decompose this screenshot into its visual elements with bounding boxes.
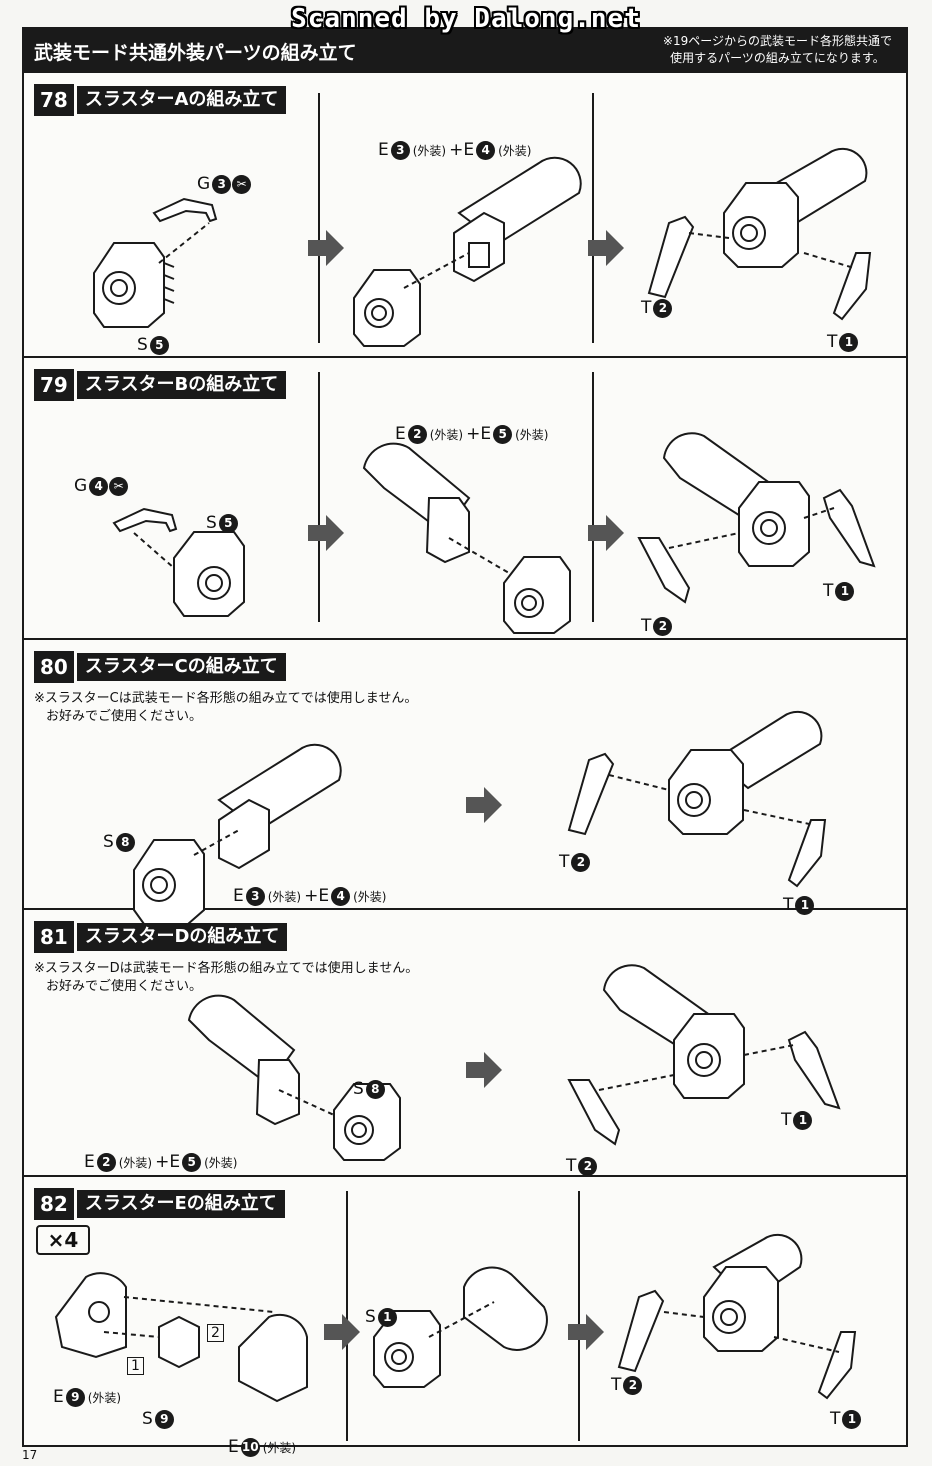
step-81: 81 スラスターDの組み立て ※スラスターDは武装モード各形態の組み立てでは使用… bbox=[24, 910, 906, 1177]
divider bbox=[592, 93, 594, 343]
step-number: 79 bbox=[34, 369, 74, 401]
arrow-right-icon bbox=[324, 1314, 360, 1350]
label-step1: 1 bbox=[127, 1357, 144, 1375]
step-81-title: 81 スラスターDの組み立て bbox=[34, 921, 288, 953]
step-80-title: 80 スラスターCの組み立て bbox=[34, 651, 286, 683]
step-81-note: ※スラスターDは武装モード各形態の組み立てでは使用しません。 お好みでご使用くだ… bbox=[34, 961, 419, 994]
step-78: 78 スラスターAの組み立て bbox=[24, 73, 906, 358]
thruster-d-diagram bbox=[187, 964, 841, 1161]
page-number: 17 bbox=[22, 1448, 38, 1462]
divider bbox=[592, 372, 594, 622]
step-number: 81 bbox=[34, 921, 74, 953]
step-82: 82 スラスターEの組み立て ×4 bbox=[24, 1177, 906, 1457]
divider bbox=[578, 1191, 580, 1441]
quantity-multiplier: ×4 bbox=[36, 1225, 90, 1255]
divider bbox=[318, 93, 320, 343]
header-note-line2: 使用するパーツの組み立てになります。 bbox=[670, 51, 885, 65]
divider bbox=[318, 372, 320, 622]
header-note: ※19ページからの武装モード各形態共通で 使用するパーツの組み立てになります。 bbox=[663, 33, 892, 67]
cut-icon: ✂ bbox=[109, 476, 129, 496]
step-label: スラスターDの組み立て bbox=[76, 923, 288, 951]
step-79-title: 79 スラスターBの組み立て bbox=[34, 369, 287, 401]
thruster-e-diagram bbox=[54, 1233, 857, 1403]
arrow-right-icon bbox=[308, 230, 344, 266]
step-label: スラスターEの組み立て bbox=[76, 1190, 285, 1218]
arrow-right-icon bbox=[466, 787, 502, 823]
thruster-b-diagram bbox=[112, 432, 876, 634]
step-78-title: 78 スラスターAの組み立て bbox=[34, 84, 287, 116]
header-note-line1: ※19ページからの武装モード各形態共通で bbox=[662, 34, 892, 48]
instruction-page: 武装モード共通外装パーツの組み立て ※19ページからの武装モード各形態共通で 使… bbox=[22, 27, 908, 1457]
step-label: スラスターBの組み立て bbox=[76, 371, 287, 399]
step-number: 78 bbox=[34, 84, 74, 116]
step-79: 79 スラスターBの組み立て bbox=[24, 358, 906, 640]
label-step2: 2 bbox=[207, 1324, 224, 1342]
step-82-title: 82 スラスターEの組み立て bbox=[34, 1188, 285, 1220]
step-80-note: ※スラスターCは武装モード各形態の組み立てでは使用しません。 お好みでご使用くだ… bbox=[34, 691, 418, 724]
page-header: 武装モード共通外装パーツの組み立て ※19ページからの武装モード各形態共通で 使… bbox=[24, 29, 906, 73]
thruster-a-diagram bbox=[93, 147, 872, 347]
step-number: 82 bbox=[34, 1188, 74, 1220]
divider bbox=[346, 1191, 348, 1441]
scanner-watermark: Scanned by Dalong.net bbox=[291, 4, 641, 34]
arrow-right-icon bbox=[568, 1314, 604, 1350]
arrow-right-icon bbox=[308, 515, 344, 551]
arrow-right-icon bbox=[588, 230, 624, 266]
cut-icon: ✂ bbox=[232, 174, 252, 194]
step-label: スラスターCの組み立て bbox=[76, 653, 286, 681]
arrow-right-icon bbox=[588, 515, 624, 551]
thruster-c-diagram bbox=[133, 710, 827, 925]
page-title: 武装モード共通外装パーツの組み立て bbox=[34, 42, 357, 64]
step-number: 80 bbox=[34, 651, 74, 683]
arrow-right-icon bbox=[466, 1052, 502, 1088]
step-80: 80 スラスターCの組み立て ※スラスターCは武装モード各形態の組み立てでは使用… bbox=[24, 640, 906, 925]
step-label: スラスターAの組み立て bbox=[76, 86, 287, 114]
